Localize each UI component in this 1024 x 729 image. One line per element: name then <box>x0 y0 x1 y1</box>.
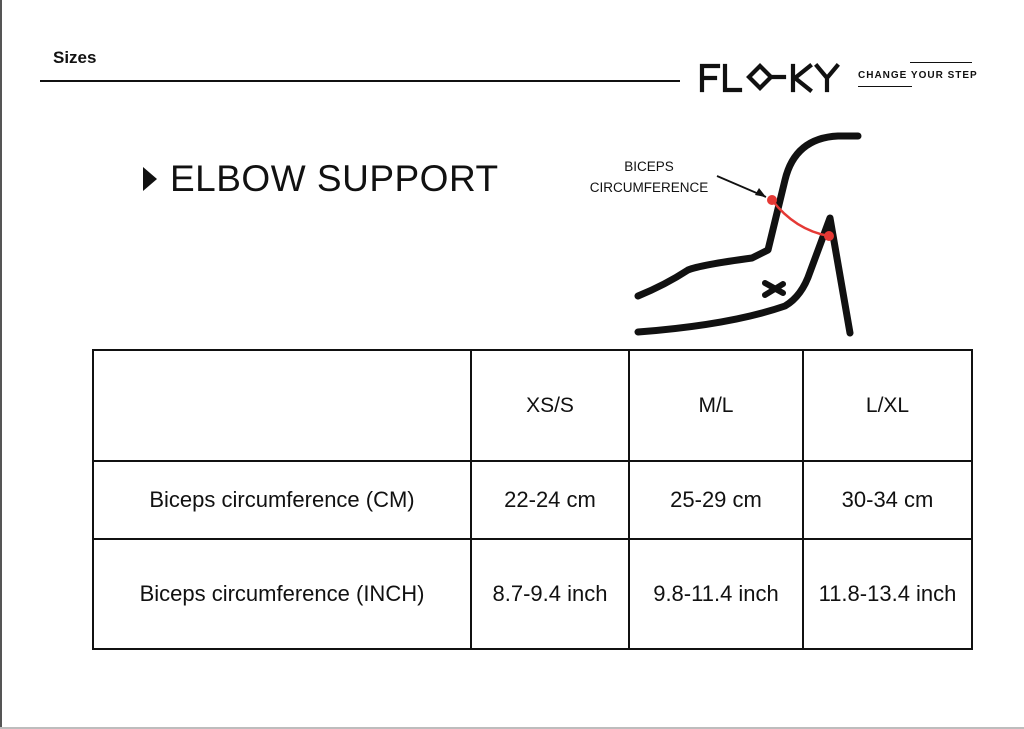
section-title: ELBOW SUPPORT <box>143 158 499 200</box>
size-chart-table: XS/S M/L L/XL Biceps circumference (CM) … <box>92 349 973 650</box>
brand-tagline-block: CHANGE YOUR STEP <box>858 62 977 90</box>
logo-letter-f <box>699 63 721 93</box>
product-title: ELBOW SUPPORT <box>170 158 499 199</box>
table-cell: 11.8-13.4 inch <box>802 538 973 650</box>
play-triangle-icon <box>143 167 157 191</box>
header-cell-xs-s: XS/S <box>470 349 630 462</box>
header-cell-m-l: M/L <box>628 349 804 462</box>
header-cell-empty <box>92 349 472 462</box>
page-frame-bottom-edge <box>0 727 1024 729</box>
table-cell: 25-29 cm <box>628 460 804 540</box>
biceps-callout-label: BICEPS CIRCUMFERENCE <box>578 156 720 198</box>
callout-line-2: CIRCUMFERENCE <box>589 180 709 195</box>
logo-letter-y <box>814 63 840 93</box>
tagline-rule-bottom <box>858 86 912 87</box>
row-label: Biceps circumference (INCH) <box>92 538 472 650</box>
table-cell: 8.7-9.4 inch <box>470 538 630 650</box>
elbow-crease <box>762 280 786 298</box>
callout-line-1: BICEPS <box>624 159 674 174</box>
tagline-rule-top <box>910 62 972 63</box>
table-row: Biceps circumference (INCH) 8.7-9.4 inch… <box>92 538 973 650</box>
arm-illustration <box>634 132 862 337</box>
measure-point-top <box>767 195 777 205</box>
table-cell: 30-34 cm <box>802 460 973 540</box>
logo-letter-l <box>722 63 743 93</box>
upper-arm-outline <box>634 132 862 300</box>
callout-arrowhead <box>755 188 766 197</box>
row-label: Biceps circumference (CM) <box>92 460 472 540</box>
biceps-measure-arc <box>771 199 830 238</box>
table-cell: 9.8-11.4 inch <box>628 538 804 650</box>
table-row: Biceps circumference (CM) 22-24 cm 25-29… <box>92 460 973 540</box>
header-cell-l-xl: L/XL <box>802 349 973 462</box>
forearm-outline <box>634 214 854 337</box>
measure-point-bottom <box>824 231 834 241</box>
table-header-row: XS/S M/L L/XL <box>92 349 973 462</box>
logo-wordmark <box>699 63 840 93</box>
logo-diamond-icon <box>746 63 774 91</box>
logo-letter-k <box>790 63 813 93</box>
floky-logo <box>699 63 840 93</box>
table-cell: 22-24 cm <box>470 460 630 540</box>
page-frame-left-edge <box>0 0 2 729</box>
page-label: Sizes <box>53 48 97 67</box>
header-divider <box>40 80 680 82</box>
brand-tagline: CHANGE YOUR STEP <box>858 70 978 81</box>
